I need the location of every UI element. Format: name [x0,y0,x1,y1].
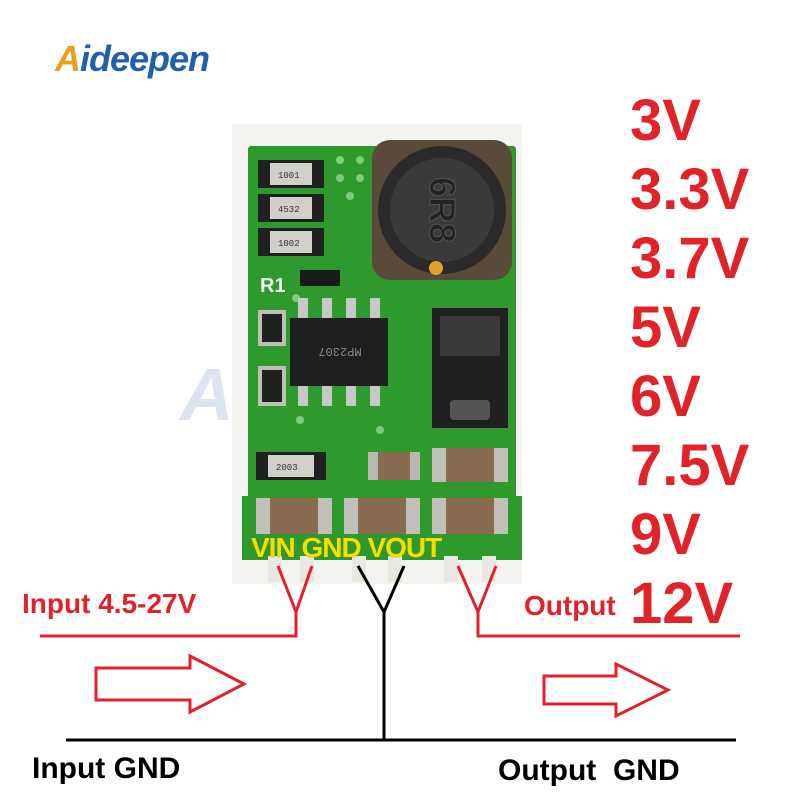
voltage-option: 6V [630,364,701,429]
ref-r1: R1 [260,275,286,297]
svg-text:1001: 1001 [278,171,300,181]
voltage-option: 3.7V [630,226,750,291]
voltage-option: 7.5V [630,433,750,498]
pin-labels: VIN GND VOUT [251,532,442,563]
output-gnd-label: Output GND [498,754,680,787]
svg-text:MP2307: MP2307 [318,344,361,358]
capacitor-row [256,448,508,534]
svg-text:1002: 1002 [278,239,300,249]
voltage-option: 5V [630,295,701,360]
brand-logo: Aideepen [55,38,210,79]
voltage-option: 3.3V [630,157,750,222]
pcb-module: 6R8 1001 4532 1002 2003 R1 MP2307 [232,124,522,584]
voltage-list: 3V 3.3V 3.7V 5V 6V 7.5V 9V 12V [630,86,770,638]
svg-text:2003: 2003 [276,463,298,473]
voltage-option: 9V [630,502,701,567]
resistor-column [256,160,326,480]
input-gnd-label: Input GND [32,752,181,785]
output-arrow [542,661,672,719]
voltage-option: 3V [630,88,701,153]
input-arrow [94,653,248,715]
svg-text:4532: 4532 [278,205,300,215]
voltage-option: 12V [630,571,734,636]
inductor-mark: 6R8 [422,177,463,243]
output-label: Output [524,590,616,621]
input-label: Input 4.5-27V [22,588,197,619]
ic-chip: MP2307 [290,298,388,406]
wiring [40,565,740,742]
